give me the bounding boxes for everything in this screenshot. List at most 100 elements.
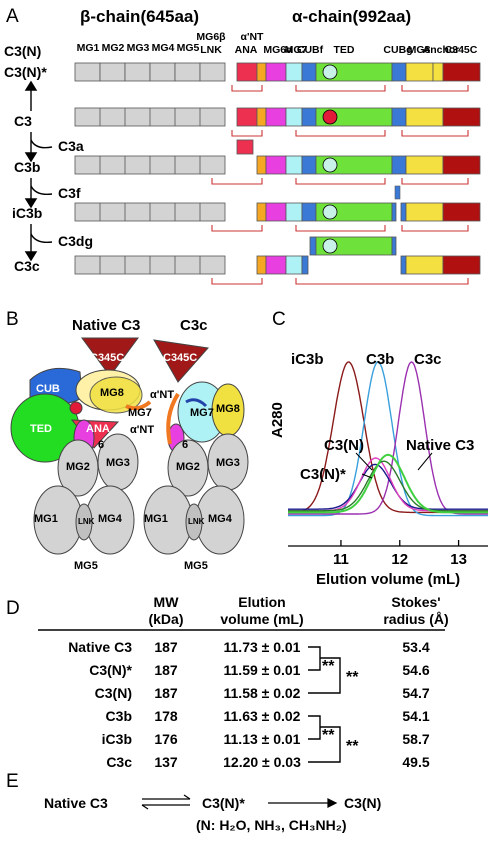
domain-label-ana: ANA — [235, 44, 258, 56]
c3c-label-mg2: MG2 — [176, 461, 200, 473]
c3c-label-mg8: MG8 — [216, 403, 240, 415]
bar-c3 — [74, 107, 481, 127]
domain-label-cubg: CUBg — [383, 44, 412, 56]
domain-label-mg4: MG4 — [152, 42, 175, 54]
svg-text:iC3b: iC3b — [102, 731, 132, 747]
native-label-ana: ANA — [86, 423, 110, 435]
trace-line — [288, 460, 488, 512]
svg-text:187: 187 — [154, 662, 178, 678]
panel-letter-b: B — [6, 309, 19, 330]
svg-text:11.59 ± 0.01: 11.59 ± 0.01 — [224, 662, 301, 678]
svg-text:58.7: 58.7 — [402, 731, 429, 747]
native-label-mg7: MG7 — [128, 407, 152, 419]
domain-label-anchor: Anchor — [423, 44, 460, 56]
scheme-note: (N: H₂O, NH₃, CH₃NH₂) — [196, 817, 347, 833]
y-axis-label: A280 — [269, 402, 286, 438]
native-c3-title: Native C3 — [72, 317, 140, 334]
species-c3: C3 — [14, 113, 32, 129]
panel-letter-c: C — [272, 309, 286, 330]
native-label-mg3: MG3 — [106, 457, 130, 469]
bar-c3n — [74, 62, 481, 82]
native-label-mg8: MG8 — [100, 387, 124, 399]
header-elution: Elution — [238, 594, 285, 610]
panel-letter-e: E — [6, 771, 19, 792]
table-row: C3(N)* 187 11.59 ± 0.01 54.6 — [89, 662, 430, 678]
native-label-cub: CUB — [36, 383, 60, 395]
trace-label-ic3b: iC3b — [291, 351, 324, 368]
table-row: C3c 137 12.20 ± 0.03 49.5 — [106, 754, 430, 770]
c3c-label-mg6: 6 — [182, 439, 188, 451]
c3c-label-mg7: MG7 — [190, 407, 214, 419]
trace-line — [288, 361, 488, 517]
species-c3n-star: C3(N)* — [4, 64, 47, 80]
header-mw-unit: (kDa) — [148, 611, 183, 627]
scheme-native: Native C3 — [44, 795, 108, 811]
species-c3n: C3(N) — [4, 43, 41, 59]
domain-label-mg3: MG3 — [127, 42, 150, 54]
svg-text:53.4: 53.4 — [402, 639, 429, 655]
x-tick-label: 12 — [391, 551, 408, 568]
c3c-label-mg4: MG4 — [208, 513, 233, 525]
bar-ic3b — [74, 202, 481, 222]
header-stokes-unit: radius (Å) — [383, 611, 448, 627]
svg-text:54.1: 54.1 — [402, 708, 429, 724]
svg-text:54.7: 54.7 — [402, 685, 429, 701]
native-c3-model — [10, 337, 143, 555]
trace-label-c3b: C3b — [366, 351, 394, 368]
c3c-label-c345c: C345C — [163, 352, 197, 364]
scheme-intermediate: C3(N)* — [202, 795, 245, 811]
domain-label-c345c: C345C — [445, 44, 478, 56]
svg-text:11.63 ± 0.02: 11.63 ± 0.02 — [224, 708, 301, 724]
svg-text:C3(N): C3(N) — [95, 685, 132, 701]
native-label-mg6: 6 — [98, 439, 104, 451]
svg-text:178: 178 — [154, 708, 178, 724]
panel-letter-a: A — [6, 6, 19, 27]
domain-label-mg2: MG2 — [102, 42, 125, 54]
alpha-chain-header: α-chain(992aa) — [292, 7, 411, 26]
table-row: iC3b 176 11.13 ± 0.01 58.7 — [102, 731, 430, 747]
panel-b: Native C3 C3c C345C CUB MG8 MG7 α'NT TED — [10, 317, 249, 572]
table-row: C3(N) 187 11.58 ± 0.02 54.7 — [95, 685, 430, 701]
beta-chain-header: β-chain(645aa) — [80, 7, 199, 26]
c3c-label-alpha-nt: α'NT — [150, 389, 174, 401]
svg-text:137: 137 — [154, 754, 178, 770]
svg-text:11.58 ± 0.02: 11.58 ± 0.02 — [224, 685, 301, 701]
trace-line — [288, 453, 488, 514]
significance-3: ** — [322, 727, 335, 744]
x-tick-label: 11 — [333, 551, 349, 568]
trace-label-native: Native C3 — [406, 437, 474, 454]
trace-label-c3n: C3(N) — [324, 437, 364, 454]
native-label-mg2: MG2 — [66, 461, 90, 473]
svg-text:11.73 ± 0.01: 11.73 ± 0.01 — [224, 639, 301, 655]
scheme-product: C3(N) — [344, 795, 381, 811]
domain-label-lnk: LNK — [200, 44, 222, 56]
svg-text:187: 187 — [154, 639, 178, 655]
c3c-label-mg3: MG3 — [216, 457, 240, 469]
domain-label-ted: TED — [334, 44, 355, 56]
svg-text:C3(N)*: C3(N)* — [89, 662, 132, 678]
c3c-label-mg1: MG1 — [144, 513, 168, 525]
x-tick-label: 13 — [450, 551, 467, 568]
svg-text:54.6: 54.6 — [402, 662, 429, 678]
bar-c3b — [74, 155, 481, 175]
svg-text:12.20 ± 0.03: 12.20 ± 0.03 — [223, 754, 301, 770]
significance-4: ** — [346, 738, 359, 755]
species-c3b: C3b — [14, 159, 40, 175]
svg-text:C3b: C3b — [106, 708, 132, 724]
species-ic3b: iC3b — [12, 205, 42, 221]
header-elution-unit: volume (mL) — [220, 611, 303, 627]
panel-d: MW (kDa) Elution volume (mL) Stokes' rad… — [38, 594, 449, 770]
fragment-c3a: C3a — [58, 138, 84, 154]
panel-letter-d: D — [6, 598, 20, 619]
domain-label-mg6alpha: MG6α — [263, 44, 293, 56]
species-c3c: C3c — [14, 258, 40, 274]
c3c-model — [143, 339, 249, 555]
panel-e: Native C3 C3(N)* C3(N) (N: H₂O, NH₃, CH₃… — [44, 794, 381, 833]
x-axis-label: Elution volume (mL) — [316, 571, 460, 588]
significance-2: ** — [346, 669, 359, 686]
native-label-c345c: C345C — [90, 352, 124, 364]
svg-text:176: 176 — [154, 731, 178, 747]
native-label-mg4: MG4 — [98, 513, 123, 525]
significance-1: ** — [322, 658, 335, 675]
